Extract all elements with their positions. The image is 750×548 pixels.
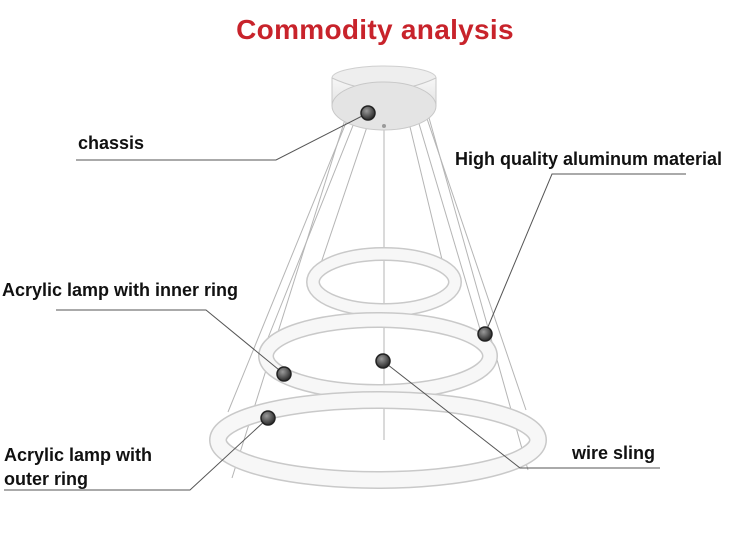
- chassis-plate: [331, 65, 437, 131]
- marker-dot-wire-sling: [375, 353, 391, 369]
- leader-aluminum: [484, 173, 686, 335]
- label-chassis: chassis: [78, 133, 145, 153]
- leader-inner-ring: [56, 309, 285, 375]
- label-wire-sling: wire sling: [572, 443, 656, 463]
- top-ring: [306, 247, 462, 317]
- label-outer-ring-line2: outer ring: [4, 469, 88, 489]
- marker-dot-chassis: [360, 105, 376, 121]
- leader-lines: [4, 112, 686, 491]
- bottom-ring: [209, 391, 547, 489]
- leader-outer-ring: [4, 417, 269, 491]
- leader-wire-sling: [382, 360, 660, 469]
- page-title: Commodity analysis: [236, 14, 514, 45]
- leader-chassis: [76, 112, 369, 161]
- label-inner-ring: Acrylic lamp with inner ring: [2, 280, 239, 300]
- label-aluminum: High quality aluminum material: [455, 149, 723, 169]
- marker-dot-inner-ring: [276, 366, 292, 382]
- marker-dot-aluminum: [477, 326, 493, 342]
- label-outer-ring-line1: Acrylic lamp with: [4, 445, 153, 465]
- marker-dot-outer-ring: [260, 410, 276, 426]
- marker-dots: [260, 105, 493, 426]
